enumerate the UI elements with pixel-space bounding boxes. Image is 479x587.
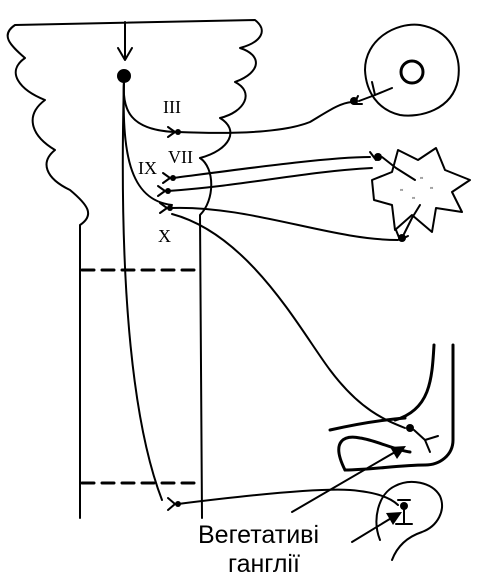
otic-ganglion [395, 204, 421, 242]
pelvic-ganglion [395, 499, 413, 525]
fiber-vii [172, 156, 371, 179]
fiber-x-vagus [171, 213, 406, 429]
eye-target [364, 23, 460, 117]
label-nerve-iii: III [163, 97, 181, 117]
fiber-sacral [177, 488, 399, 506]
central-pathway-spinal [121, 79, 163, 501]
visceral-organ-wall-inner [393, 343, 436, 422]
lower-organ-target [375, 480, 443, 561]
caption-arrow-upper-icon [291, 446, 406, 513]
fiber-ix [167, 167, 373, 192]
visceral-fold-upper [328, 416, 407, 432]
pterygopalatine-ganglion [369, 151, 416, 181]
descending-arrow-icon [117, 21, 133, 61]
svg-text:≈: ≈ [412, 196, 416, 202]
label-nerve-vii: VII [168, 147, 193, 167]
central-neuron-body [117, 69, 131, 83]
svg-text:≈: ≈ [420, 176, 424, 182]
salivary-gland-target [371, 147, 471, 233]
gland-texture: ≈ ≈ ≈ ≈ [400, 176, 434, 202]
fiber-ix-otic [169, 206, 399, 241]
visceral-organ-wall [343, 343, 455, 472]
brain-stem-outline [6, 19, 263, 519]
central-pathway-oculomotor [122, 81, 176, 133]
nuclei-synapses [157, 126, 181, 511]
ciliary-ganglion [350, 81, 393, 105]
svg-text:≈: ≈ [400, 188, 404, 194]
caption-line-2: ганглії [228, 550, 300, 578]
visceral-ganglion [406, 424, 439, 453]
fiber-iii-to-ciliary [177, 101, 353, 134]
caption-line-1: Вегетативі [198, 521, 319, 549]
label-nerve-x: X [158, 226, 171, 246]
caption-arrow-lower-icon [351, 512, 402, 543]
svg-text:≈: ≈ [430, 186, 434, 192]
label-nerve-ix: IX [138, 158, 157, 178]
